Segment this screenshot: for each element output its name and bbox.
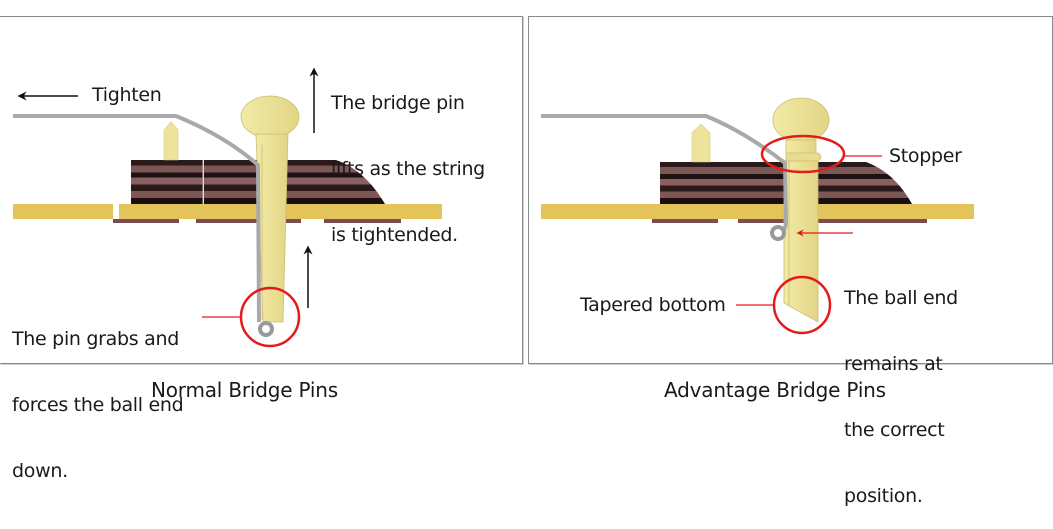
pin-lifts-label: The bridge pin lifts as the string is ti… bbox=[331, 48, 485, 268]
tapered-bottom-label: Tapered bottom bbox=[580, 294, 726, 316]
stopper-label: Stopper bbox=[889, 145, 962, 167]
bridge-pin-shaft bbox=[255, 133, 289, 323]
saddle bbox=[163, 121, 179, 161]
diagram-canvas bbox=[13, 67, 974, 348]
saddle bbox=[691, 123, 711, 163]
pin-lifts-line: The bridge pin bbox=[331, 92, 465, 114]
bridge-wood bbox=[131, 160, 203, 204]
bridge-wood bbox=[204, 160, 385, 204]
advantage-pin-diagram bbox=[541, 97, 974, 335]
bridge-plate-underside bbox=[324, 219, 401, 223]
string bbox=[13, 114, 261, 323]
ball-end-highlight bbox=[239, 286, 301, 348]
ball-end-line: The ball end bbox=[844, 287, 958, 309]
normal-pin-diagram bbox=[13, 67, 442, 348]
pin-grabs-line: forces the ball end bbox=[12, 394, 184, 416]
pin-lifts-line: lifts as the string bbox=[331, 158, 485, 180]
bridge-plate-underside bbox=[196, 219, 301, 223]
bridge-plate-underside bbox=[652, 219, 718, 223]
bridge-plate bbox=[541, 204, 974, 219]
ball-end-line: the correct bbox=[844, 419, 945, 441]
normal-bridge-pins-caption: Normal Bridge Pins bbox=[151, 378, 338, 402]
advantage-bridge-pins-caption: Advantage Bridge Pins bbox=[664, 378, 886, 402]
pin-lifts-line: is tightended. bbox=[331, 224, 458, 246]
bridge-plate bbox=[13, 204, 113, 219]
bridge-pin-head bbox=[240, 95, 300, 139]
pin-grabs-line: down. bbox=[12, 460, 68, 482]
ball-end bbox=[258, 321, 274, 337]
pin-grabs-line: The pin grabs and bbox=[12, 328, 179, 350]
ball-end-line: remains at bbox=[844, 353, 943, 375]
ball-end bbox=[770, 225, 786, 241]
ball-end-line: position. bbox=[844, 485, 923, 507]
stopper-highlight bbox=[760, 134, 846, 174]
bridge-plate-underside bbox=[738, 219, 806, 223]
bridge-pin-shaft bbox=[783, 160, 819, 323]
bridge-plate-underside bbox=[113, 219, 179, 223]
bridge-plate-underside bbox=[815, 219, 927, 223]
tighten-label: Tighten bbox=[92, 84, 162, 106]
